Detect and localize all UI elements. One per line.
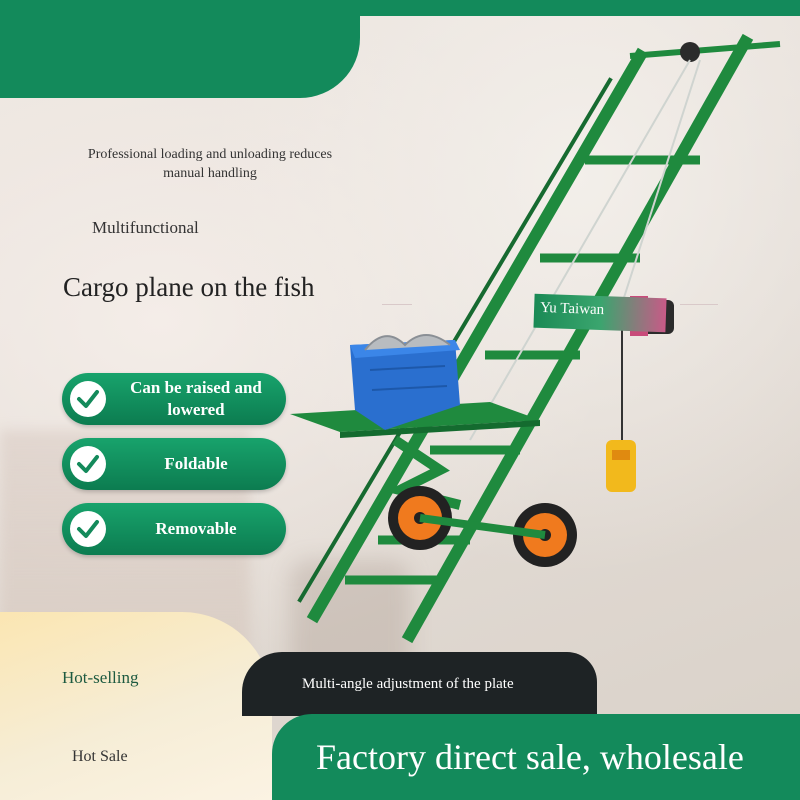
hot-selling-label: Hot-selling xyxy=(62,668,139,687)
divider xyxy=(382,304,412,305)
feature-label: Removable xyxy=(155,519,237,538)
feature-pill-removable: Removable xyxy=(62,503,286,555)
adjustment-banner: Multi-angle adjustment of the plate xyxy=(242,652,597,716)
feature-pill-foldable: Foldable xyxy=(62,438,286,490)
divider xyxy=(680,304,718,305)
check-icon xyxy=(70,511,106,547)
page-title: Cargo plane on the fish xyxy=(63,272,315,302)
slogan-banner: Factory direct sale, wholesale xyxy=(272,714,800,800)
brand-label: Yu Taiwan xyxy=(539,299,605,319)
fish-crate xyxy=(350,334,460,430)
hot-sale-label: Hot Sale xyxy=(72,748,128,765)
subtitle: Multifunctional xyxy=(92,218,199,237)
slogan: Factory direct sale, wholesale xyxy=(316,737,744,777)
feature-label: Foldable xyxy=(164,454,228,473)
top-pulley-bracket xyxy=(629,41,781,62)
tagline: Professional loading and unloading reduc… xyxy=(87,147,333,181)
hot-badge-panel xyxy=(0,612,272,800)
adjustment-note: Multi-angle adjustment of the plate xyxy=(302,675,514,692)
check-icon xyxy=(70,381,106,417)
product-brand-sign: Yu Taiwan xyxy=(533,293,667,333)
feature-label: Can be raised and lowered xyxy=(130,378,262,419)
feature-pill-raise-lower: Can be raised and lowered xyxy=(62,373,286,425)
remote-control-icon xyxy=(606,440,636,492)
check-icon xyxy=(70,446,106,482)
lift-cables xyxy=(469,59,701,441)
top-green-tab xyxy=(0,0,360,98)
